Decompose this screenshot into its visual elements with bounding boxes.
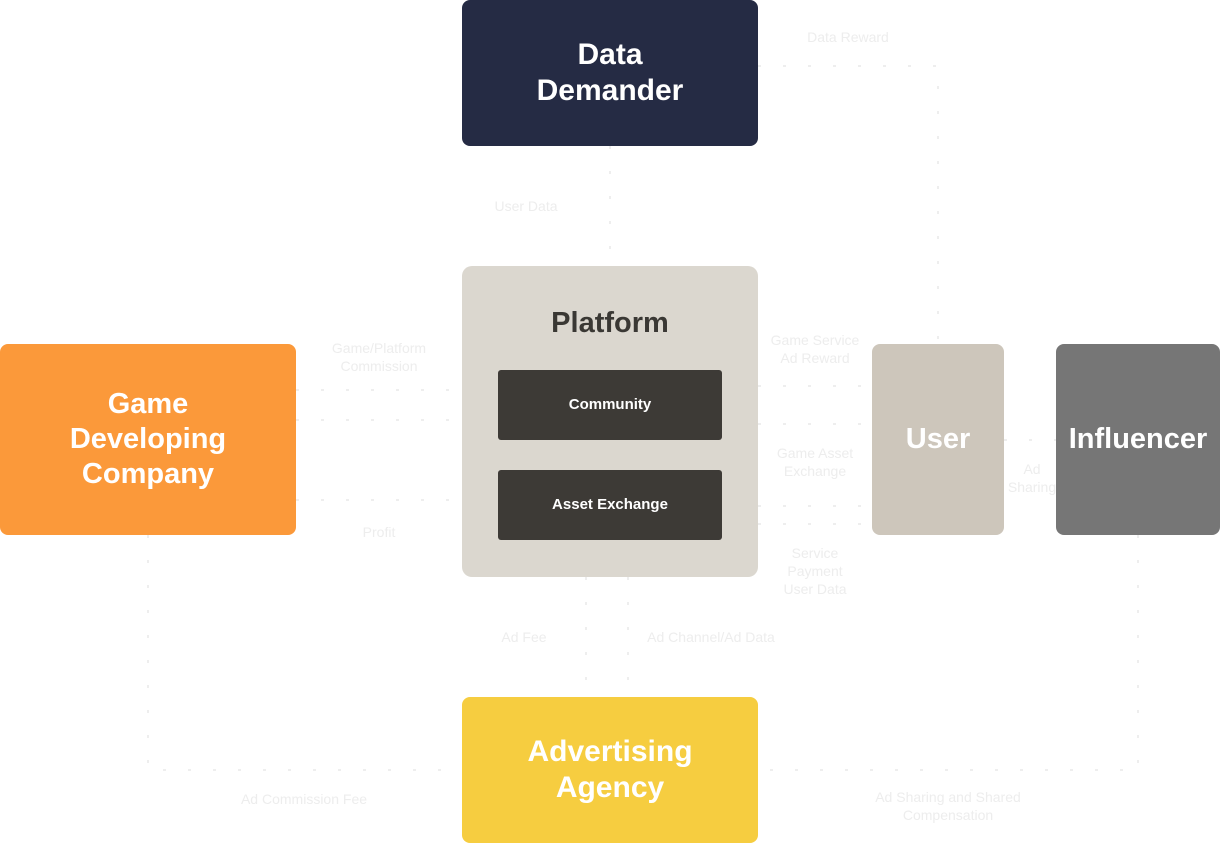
- label-data-reward: Data Reward: [807, 29, 889, 45]
- label-ad-commission-fee: Ad Commission Fee: [240, 791, 368, 807]
- community-node: Community: [498, 370, 722, 440]
- label-ad-channel-ad-data: Ad Channel/Ad Data: [647, 629, 775, 645]
- advertising-agency-node: Advertising Agency: [462, 697, 758, 843]
- label-ad-sharing-shared-compensation: Ad Sharing and Shared Compensation: [875, 789, 1021, 823]
- user-label: User: [905, 423, 971, 456]
- user-node: User: [872, 344, 1004, 535]
- label-ad-sharing: Ad Sharing: [1007, 461, 1057, 495]
- platform-node: Platform Community Asset Exchange: [462, 266, 758, 577]
- connector-data-reward: [758, 65, 939, 344]
- asset-exchange-label: Asset Exchange: [552, 496, 668, 513]
- advertising-agency-label: Advertising Agency: [527, 735, 693, 804]
- community-label: Community: [568, 396, 652, 413]
- label-user-data: User Data: [494, 198, 558, 214]
- connector-ad-commission: [147, 535, 462, 771]
- label-ad-fee: Ad Fee: [501, 629, 547, 645]
- game-developing-company-node: Game Developing Company: [0, 344, 296, 535]
- influencer-node: Influencer: [1056, 344, 1220, 535]
- data-demander-label: Data Demander: [536, 38, 684, 107]
- platform-label: Platform: [551, 307, 669, 339]
- game-developing-company-label: Game Developing Company: [69, 388, 227, 490]
- label-game-service-ad-reward: Game Service Ad Reward: [770, 332, 860, 366]
- data-demander-node: Data Demander: [462, 0, 758, 146]
- label-profit: Profit: [362, 524, 396, 540]
- label-service-payment-user-data: Service Payment User Data: [783, 545, 847, 597]
- label-game-platform-commission: Game/Platform Commission: [331, 340, 427, 374]
- influencer-label: Influencer: [1068, 423, 1208, 456]
- asset-exchange-node: Asset Exchange: [498, 470, 722, 540]
- label-game-asset-exchange: Game Asset Exchange: [776, 445, 854, 479]
